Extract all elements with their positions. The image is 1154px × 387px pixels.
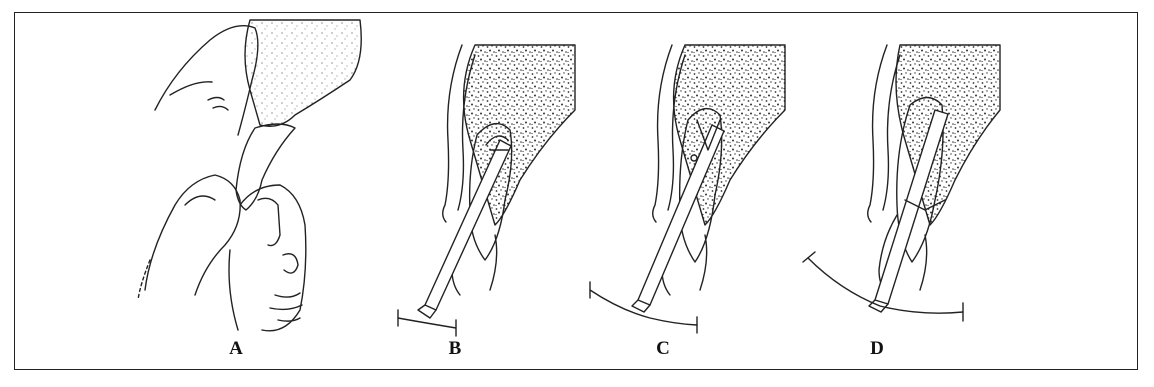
panel-b-motion-arc [398, 318, 456, 328]
panel-label-b: B [449, 338, 462, 360]
panel-c-gingiva [653, 45, 672, 222]
panel-a-gum [245, 20, 361, 126]
panel-label-a: A [229, 338, 243, 360]
panel-d-drawing [803, 45, 1000, 321]
panel-label-d: D [870, 338, 884, 360]
panel-a-thumb [145, 175, 240, 295]
panel-a-upper-finger [155, 26, 258, 135]
panel-d-gingiva [868, 45, 887, 222]
panel-b-instrument [425, 140, 511, 310]
panel-a-tooth [236, 124, 295, 210]
panel-a-drawing [138, 20, 361, 331]
panel-c-drawing [590, 45, 785, 333]
panel-b-drawing [398, 45, 575, 336]
panel-b-gingiva [443, 45, 462, 222]
panel-label-c: C [656, 338, 670, 360]
